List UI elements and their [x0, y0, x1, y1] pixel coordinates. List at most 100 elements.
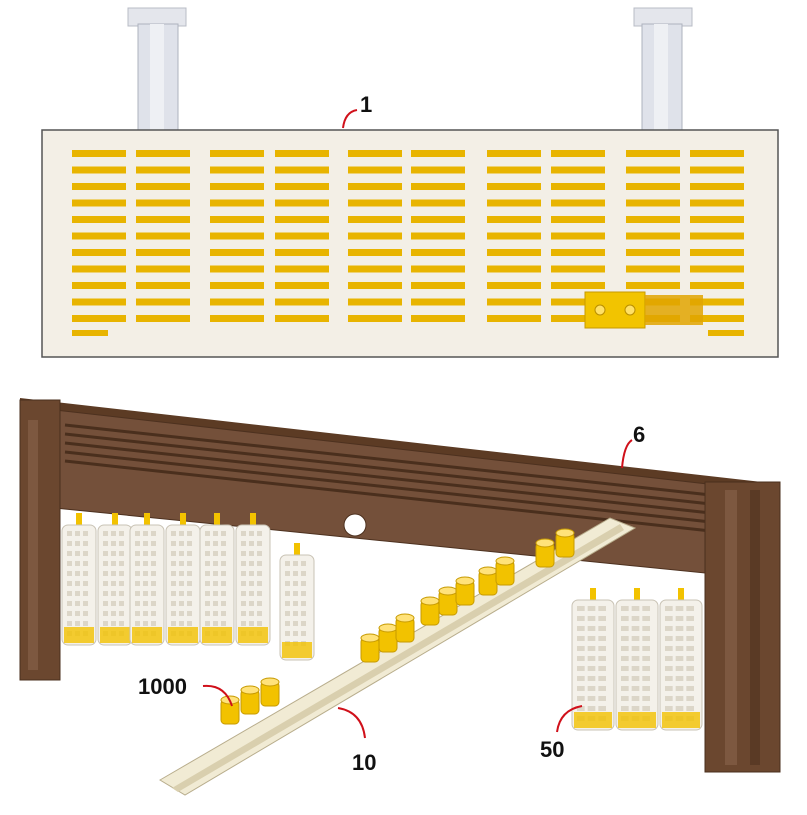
panel-slot — [275, 199, 329, 207]
panel-slot — [411, 166, 465, 174]
panel-slot — [275, 249, 329, 256]
panel-slot — [136, 216, 190, 223]
vent-slat — [64, 441, 721, 516]
panel-slot — [487, 282, 541, 289]
panel-slot — [411, 249, 465, 256]
panel-slot — [411, 265, 465, 273]
panel-slot — [275, 150, 329, 157]
panel-slot — [210, 265, 264, 273]
panel-slot — [690, 282, 744, 289]
panel-slot — [275, 315, 329, 322]
panel-slot — [411, 183, 465, 190]
callout-label-50: 50 — [540, 737, 564, 762]
panel-slot — [210, 150, 264, 157]
panel-slot — [626, 249, 680, 256]
panel-slot — [551, 265, 605, 273]
panel-slot — [72, 216, 126, 223]
panel-slot — [690, 265, 744, 273]
panel-slot — [348, 166, 402, 174]
panel-slot — [551, 166, 605, 174]
panel-slot — [210, 298, 264, 306]
panel-slot — [210, 232, 264, 240]
cage-cup — [238, 627, 268, 643]
panel-slot — [72, 282, 126, 289]
cage-cup — [282, 642, 312, 658]
panel-slot — [275, 183, 329, 190]
cage-cup — [202, 627, 232, 643]
queen-cage — [97, 513, 133, 646]
panel-slot — [487, 183, 541, 190]
panel-slot — [136, 249, 190, 256]
queen-cage — [235, 513, 271, 646]
panel-slot — [348, 298, 402, 306]
panel-slot — [72, 298, 126, 306]
panel-slot — [275, 265, 329, 273]
panel-slot — [487, 298, 541, 306]
queen-cage — [199, 513, 235, 646]
panel-slot — [487, 216, 541, 223]
queen-cage — [61, 513, 97, 646]
panel-slot — [136, 166, 190, 174]
panel-slot — [690, 199, 744, 207]
panel-slot — [136, 282, 190, 289]
panel-slot — [411, 150, 465, 157]
panel-slot — [487, 315, 541, 322]
panel-slot — [348, 216, 402, 223]
callout-6: 6 — [621, 422, 645, 469]
cage-cup — [100, 627, 130, 643]
panel-slot — [275, 282, 329, 289]
panel-slot — [72, 265, 126, 273]
queen-rearing-panel — [41, 7, 779, 358]
cage-hook — [294, 543, 300, 557]
panel-slot — [136, 232, 190, 240]
callout-1000: 1000 — [138, 674, 233, 707]
panel-slot — [210, 199, 264, 207]
panel-slot — [551, 183, 605, 190]
panel-slot — [487, 265, 541, 273]
panel-slot — [626, 166, 680, 174]
callout-10: 10 — [337, 707, 376, 775]
panel-slot — [72, 166, 126, 174]
panel-slot — [411, 232, 465, 240]
panel-slot — [136, 199, 190, 207]
panel-slot — [348, 282, 402, 289]
callout-label-6: 6 — [633, 422, 645, 447]
panel-slot — [411, 282, 465, 289]
panel-slot — [210, 315, 264, 322]
panel-slot — [210, 183, 264, 190]
frame-right-upright — [704, 481, 781, 773]
vent-slat — [64, 423, 721, 498]
panel-slot — [348, 315, 402, 322]
panel-slot — [348, 232, 402, 240]
panel-slot — [210, 282, 264, 289]
queen-cages-left — [61, 513, 315, 661]
frame-hole — [343, 513, 367, 537]
cage-cup — [574, 712, 612, 728]
cage-hook — [678, 588, 684, 602]
cage-cup — [132, 627, 162, 643]
panel-slot — [210, 249, 264, 256]
panel-slot — [487, 166, 541, 174]
panel-handle-right — [633, 7, 693, 131]
queen-cages-right — [571, 588, 703, 731]
callout-50: 50 — [540, 705, 583, 762]
panel-slot — [690, 298, 744, 306]
panel-slot — [348, 183, 402, 190]
panel-slot — [708, 330, 744, 336]
panel-slots — [72, 150, 744, 336]
cage-hook — [144, 513, 150, 527]
queen-cage — [659, 588, 703, 731]
panel-slot — [626, 232, 680, 240]
panel-handle-left — [127, 7, 187, 131]
panel-slot — [136, 298, 190, 306]
panel-slot — [72, 232, 126, 240]
queen-cage — [165, 513, 201, 646]
panel-slot — [275, 166, 329, 174]
panel-slot — [275, 298, 329, 306]
yellow-clip — [584, 291, 703, 329]
panel-slot — [348, 249, 402, 256]
panel-slot — [690, 315, 744, 322]
panel-slot — [136, 315, 190, 322]
panel-slot — [551, 199, 605, 207]
